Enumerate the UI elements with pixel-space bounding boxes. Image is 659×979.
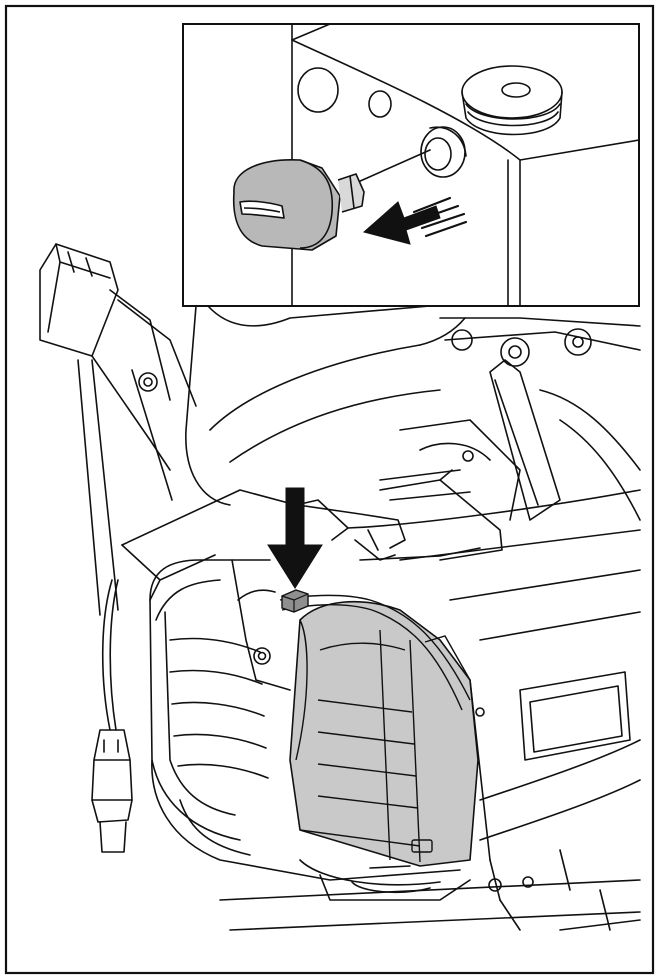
switch-part [281, 589, 309, 613]
pull-out-arrow-icon [362, 196, 468, 245]
down-arrow-icon [267, 487, 323, 589]
detail-inset [182, 23, 640, 307]
sensor-part [232, 159, 365, 251]
machine-drawing [39, 243, 641, 931]
